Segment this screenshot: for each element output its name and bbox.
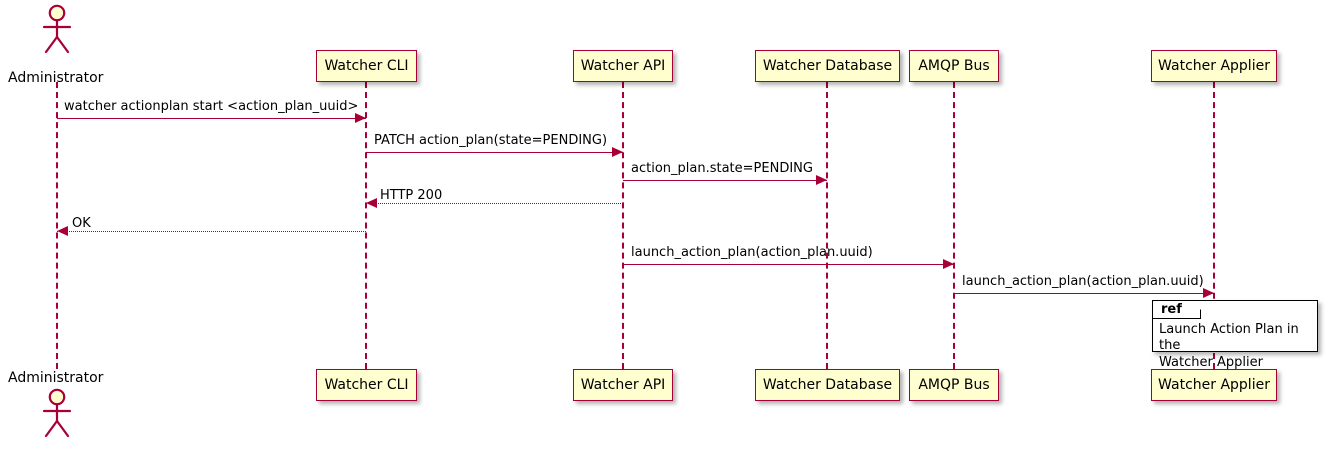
participant-top-watcher_cli[interactable]: Watcher CLI <box>316 50 417 82</box>
participant-top-watcher_applier[interactable]: Watcher Applier <box>1151 50 1277 82</box>
participant-label: Watcher Database <box>762 58 893 74</box>
message-line <box>623 180 827 181</box>
participant-label: Watcher CLI <box>324 377 409 393</box>
participant-bottom-watcher_applier[interactable]: Watcher Applier <box>1151 369 1277 401</box>
message-line <box>623 264 954 265</box>
message-line <box>366 152 623 153</box>
arrowhead-left-icon <box>366 198 377 208</box>
lifeline-administrator <box>56 82 58 369</box>
participant-top-amqp_bus[interactable]: AMQP Bus <box>909 50 999 82</box>
message-line <box>57 231 366 232</box>
participant-label: Watcher Applier <box>1158 377 1270 393</box>
message-line <box>954 293 1214 294</box>
participant-bottom-watcher_database[interactable]: Watcher Database <box>755 369 900 401</box>
message-label-5: OK <box>72 216 91 231</box>
lifeline-watcher_api <box>622 82 624 369</box>
participant-label: Watcher Applier <box>1158 58 1270 74</box>
message-label-6: launch_action_plan(action_plan.uuid) <box>631 245 873 260</box>
participant-label: AMQP Bus <box>918 377 990 393</box>
message-label-1: watcher actionplan start <action_plan_uu… <box>64 99 359 114</box>
lifeline-watcher_applier <box>1213 82 1215 369</box>
participant-label: Watcher API <box>580 377 666 393</box>
participant-bottom-watcher_cli[interactable]: Watcher CLI <box>316 369 417 401</box>
arrowhead-right-icon <box>355 113 366 123</box>
message-label-2: PATCH action_plan(state=PENDING) <box>374 133 608 148</box>
arrowhead-right-icon <box>943 259 954 269</box>
participant-label: Watcher CLI <box>324 58 409 74</box>
ref-fragment-tab-label: ref <box>1153 301 1201 319</box>
lifeline-amqp_bus <box>953 82 955 369</box>
lifeline-watcher_cli <box>365 82 367 369</box>
participant-bottom-watcher_api[interactable]: Watcher API <box>573 369 673 401</box>
actor-figure-bottom-administrator[interactable] <box>35 388 79 442</box>
arrowhead-left-icon <box>57 226 68 236</box>
arrowhead-right-icon <box>816 175 827 185</box>
actor-label-top-administrator: Administrator <box>8 70 104 86</box>
participant-label: AMQP Bus <box>918 58 990 74</box>
participant-top-watcher_database[interactable]: Watcher Database <box>755 50 900 82</box>
arrowhead-right-icon <box>1203 288 1214 298</box>
actor-label-bottom-administrator: Administrator <box>8 370 104 386</box>
lifeline-watcher_database <box>826 82 828 369</box>
message-line <box>366 203 623 204</box>
participant-label: Watcher API <box>580 58 666 74</box>
message-label-7: launch_action_plan(action_plan.uuid) <box>962 274 1204 289</box>
message-label-3: action_plan.state=PENDING <box>631 161 813 176</box>
actor-figure-top-administrator[interactable] <box>35 4 79 58</box>
message-label-4: HTTP 200 <box>380 188 443 203</box>
arrowhead-right-icon <box>612 147 623 157</box>
ref-fragment-body: Launch Action Plan in the Watcher Applie… <box>1159 322 1299 370</box>
participant-top-watcher_api[interactable]: Watcher API <box>573 50 673 82</box>
participant-label: Watcher Database <box>762 377 893 393</box>
participant-bottom-amqp_bus[interactable]: AMQP Bus <box>909 369 999 401</box>
message-line <box>57 118 366 119</box>
